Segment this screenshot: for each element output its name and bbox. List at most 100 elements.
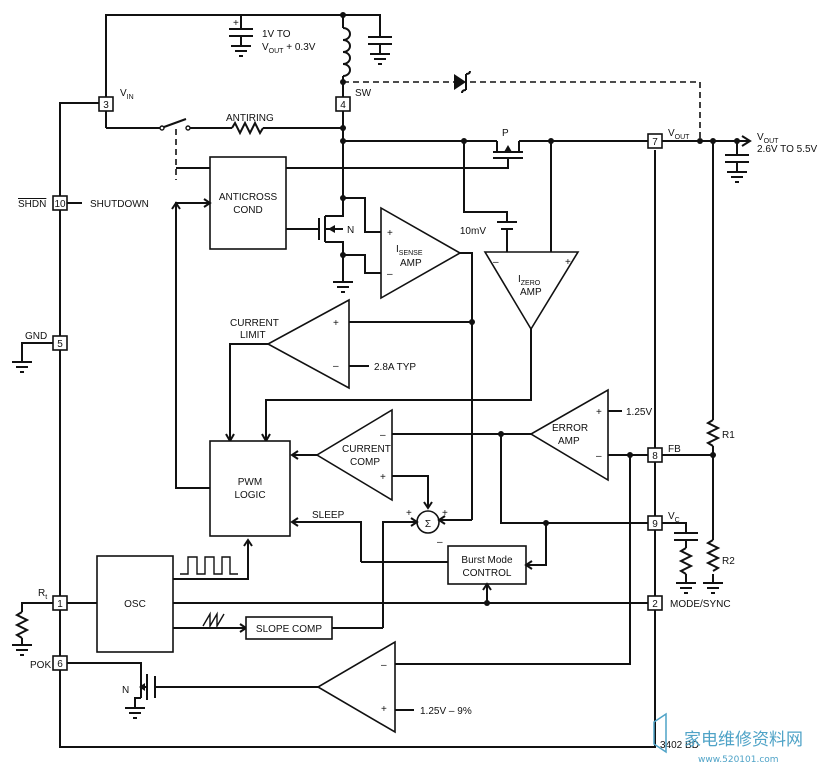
svg-text:9: 9 — [652, 519, 658, 530]
output-capacitor — [725, 141, 749, 183]
input-voltage-line1: 1V TO — [262, 29, 291, 40]
svg-text:10mV: 10mV — [460, 226, 486, 237]
schottky-diode-path — [343, 70, 701, 141]
pin-vout-label: VOUT — [668, 128, 690, 141]
offset-source: 10mV — [460, 141, 517, 252]
output-label: VOUT — [757, 132, 779, 145]
izero-amp-label: IZERO — [518, 274, 541, 287]
n-mosfet: N — [286, 213, 354, 293]
pin-vc: 9 VC — [647, 511, 698, 594]
svg-text:PWM: PWM — [238, 477, 262, 488]
ground-icon — [12, 644, 32, 656]
svg-text:CURRENT: CURRENT — [230, 318, 279, 329]
svg-text:Σ: Σ — [425, 519, 431, 530]
pin-gnd: 5 GND — [12, 331, 68, 373]
svg-text:+: + — [233, 18, 239, 29]
svg-text:2: 2 — [652, 599, 658, 610]
pin-rt: 1 Rt — [12, 588, 97, 656]
input-capacitor — [229, 28, 253, 37]
summing-junction: Σ + + – — [382, 508, 472, 628]
ref-voltage: 1.25V — [626, 407, 652, 418]
svg-text:+: + — [380, 472, 386, 483]
p-mosfet: P — [176, 128, 648, 169]
pin-vc-label: VC — [668, 511, 680, 524]
svg-text:–: – — [380, 430, 386, 441]
pin-rt-label: Rt — [38, 588, 47, 601]
svg-text:+: + — [333, 318, 339, 329]
r2-resistor-icon — [705, 539, 721, 572]
svg-text:–: – — [493, 257, 499, 268]
svg-text:LOGIC: LOGIC — [234, 490, 265, 501]
p-fet-label: P — [502, 128, 509, 139]
pok-ref-voltage: 1.25V – 9% — [420, 706, 472, 717]
svg-text:–: – — [437, 537, 443, 548]
svg-text:+: + — [596, 407, 602, 418]
svg-text:3: 3 — [103, 100, 109, 111]
svg-text:AMP: AMP — [520, 287, 542, 298]
watermark-url: www.520101.com — [698, 755, 779, 765]
output-arrow-icon — [741, 135, 752, 147]
svg-text:SLOPE COMP: SLOPE COMP — [256, 624, 322, 635]
pin-fb-label: FB — [668, 444, 681, 455]
ic-boundary-bus — [59, 102, 656, 748]
svg-text:+: + — [442, 508, 448, 519]
svg-text:AMP: AMP — [400, 258, 422, 269]
svg-text:LIMIT: LIMIT — [240, 330, 266, 341]
svg-text:+: + — [387, 228, 393, 239]
svg-text:5: 5 — [57, 339, 63, 350]
output-range: 2.6V TO 5.5V — [757, 144, 818, 155]
anticross-cond-block: ANTICROSS COND — [171, 156, 287, 489]
isense-amp-label: ISENSE — [396, 244, 423, 257]
pin-shdn-label: SHDN — [18, 199, 46, 210]
pin-shdn: 10 SHDN SHUTDOWN — [18, 195, 149, 211]
feedback-divider: R1 R2 — [703, 141, 735, 594]
svg-text:Burst Mode: Burst Mode — [461, 555, 513, 566]
ground-icon — [231, 45, 251, 57]
input-voltage-line2: VOUT + 0.3V — [262, 42, 316, 55]
antiring-network: ANTIRING — [106, 113, 346, 180]
ground-icon — [676, 582, 696, 594]
shutdown-signal: SHUTDOWN — [90, 199, 149, 210]
n-fet-label: N — [347, 225, 354, 236]
compensation-resistor-icon — [678, 547, 694, 575]
svg-text:COND: COND — [233, 205, 262, 216]
pin-mode-label: MODE/SYNC — [670, 599, 731, 610]
svg-text:CURRENT: CURRENT — [342, 444, 391, 455]
izero-amp: – + IZERO AMP — [261, 141, 580, 444]
svg-text:–: – — [596, 451, 602, 462]
current-comp: – + CURRENT COMP — [290, 408, 433, 510]
ground-icon — [703, 582, 723, 594]
svg-text:–: – — [381, 660, 387, 671]
svg-text:+: + — [406, 508, 412, 519]
sleep-label: SLEEP — [312, 510, 345, 521]
error-amp: 1.25V + – ERROR AMP — [392, 388, 652, 526]
pin-pok: 6 POK — [30, 655, 142, 676]
svg-text:7: 7 — [652, 137, 658, 148]
diode-icon — [454, 74, 466, 90]
svg-text:AMP: AMP — [558, 436, 580, 447]
svg-text:–: – — [387, 269, 393, 280]
oscillator: OSC — [96, 538, 648, 653]
part-code: 3402 BD — [660, 740, 699, 751]
svg-text:OSC: OSC — [124, 599, 146, 610]
pin-gnd-label: GND — [25, 331, 47, 342]
svg-text:10: 10 — [54, 199, 66, 210]
current-limit-comparator: + – 2.8A TYP CURRENT LIMIT — [225, 298, 472, 444]
watermark-logo-icon — [653, 712, 667, 754]
bulk-capacitor — [368, 36, 392, 45]
sleep-signal: SLEEP — [290, 510, 362, 562]
svg-text:+: + — [565, 257, 571, 268]
ground-icon — [727, 171, 747, 183]
input-supply-network: + 1V TO VOUT + 0.3V — [105, 12, 392, 97]
burst-mode-control: Burst Mode CONTROL — [361, 523, 547, 606]
svg-text:6: 6 — [57, 659, 63, 670]
pin-mode-sync: 2 MODE/SYNC — [647, 595, 731, 611]
svg-text:CONTROL: CONTROL — [463, 568, 512, 579]
pin-pok-label: POK — [30, 660, 51, 671]
watermark: 家电维修资料网 www.520101.com — [653, 712, 803, 765]
svg-text:ANTICROSS: ANTICROSS — [219, 192, 278, 203]
r1-resistor-icon — [705, 419, 721, 447]
ground-icon — [12, 361, 32, 373]
pin-sw: 4 SW — [335, 88, 372, 112]
svg-text:COMP: COMP — [350, 457, 380, 468]
